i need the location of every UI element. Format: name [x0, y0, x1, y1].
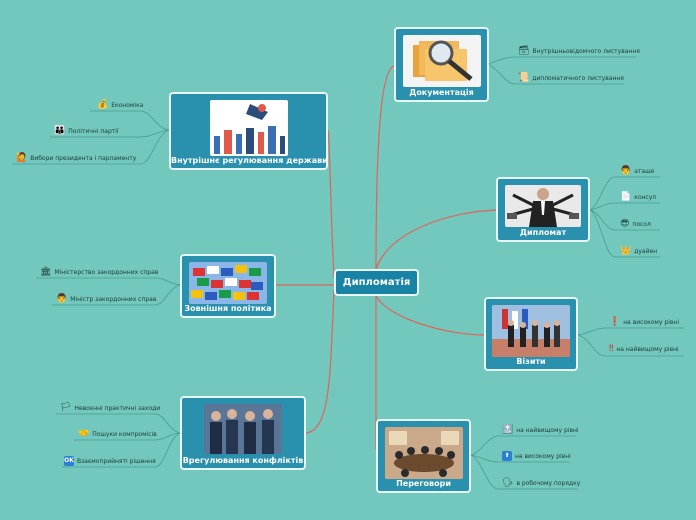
leaf-negotiations-high-level[interactable]: ⬆на високому рівні [502, 449, 571, 463]
topic-documentation[interactable]: Документація [394, 27, 489, 102]
sunglasses-face-icon: 😎 [620, 219, 630, 229]
leaf-negotiations-highest-level[interactable]: 🔝на найвищому рівні [502, 425, 579, 435]
central-topic-label: Дипломатія [342, 277, 411, 288]
negotiations-image [384, 427, 463, 479]
leaf-internal-correspondence[interactable]: 🗃Внутрішньовідомчого листування [518, 46, 640, 56]
topic-diplomat[interactable]: Дипломат [496, 177, 590, 242]
white-flag-icon: 🏳 [60, 403, 72, 413]
diplomat-image [505, 185, 581, 227]
royal-person-icon: 👑 [620, 246, 632, 256]
card-file-box-icon: 🗃 [518, 46, 530, 56]
central-topic[interactable]: Дипломатія [334, 269, 419, 296]
topic-negotiations-label: Переговори [396, 479, 451, 488]
money-bag-icon: 💰 [97, 100, 109, 110]
topic-conflict-resolution-label: Врегулювання конфліктів [182, 456, 304, 465]
topic-visits[interactable]: Візити [484, 297, 578, 371]
leaf-political-parties[interactable]: 👪Політичні партії [54, 126, 119, 136]
office-worker-icon: 👨 [56, 294, 68, 304]
topic-negotiations[interactable]: Переговори [376, 419, 471, 493]
topic-internal-regulation-label: Внутрішнє регулювання держави [171, 156, 328, 165]
leaf-elections[interactable]: 🙋Вибори президента і парламенту [16, 153, 137, 163]
leaf-non-military-measures[interactable]: 🏳Невоєнні практичні заходи [60, 403, 161, 413]
scroll-icon: 📜 [518, 73, 530, 83]
topic-internal-regulation[interactable]: Внутрішнє регулювання держави [169, 92, 328, 170]
internal-regulation-image [209, 100, 288, 156]
leaf-foreign-minister[interactable]: 👨Міністр закордонних справ [56, 294, 157, 304]
handshake-icon: 🤝 [78, 429, 90, 439]
leaf-economy[interactable]: 💰Економіка [97, 100, 144, 110]
exclamation-icon: ❗ [609, 317, 621, 327]
topic-documentation-label: Документація [409, 88, 474, 97]
topic-conflict-resolution[interactable]: Врегулювання конфліктів [180, 396, 306, 470]
topic-foreign-policy[interactable]: Зовнішня політика [180, 254, 276, 318]
branch-internal-regulation [327, 129, 335, 279]
folders-magnifier-image [402, 35, 481, 87]
visits-image [492, 305, 570, 357]
leaf-visits-highest-level[interactable]: ‼на найвищому рівні [609, 344, 679, 354]
people-group-icon: 👪 [54, 126, 66, 136]
branch-diplomat [375, 209, 497, 270]
double-exclamation-icon: ‼ [609, 344, 614, 354]
leaf-visits-high-level[interactable]: ❗на високому рівні [609, 317, 680, 327]
topic-diplomat-label: Дипломат [519, 228, 567, 237]
raising-hand-icon: 🙋 [16, 153, 28, 163]
up-arrow-icon: ⬆ [502, 451, 512, 461]
branch-conflict-resolution [305, 289, 335, 434]
classical-building-icon: 🏛 [40, 267, 52, 277]
man-face-icon: 👨 [620, 166, 632, 176]
topic-foreign-policy-label: Зовнішня політика [184, 304, 272, 313]
leaf-consul[interactable]: 📄консул [620, 192, 657, 202]
leaf-compromise-search[interactable]: 🤝Пошуки компромісів [78, 429, 157, 439]
leaf-attache[interactable]: 👨аташе [620, 166, 655, 176]
speaking-head-icon: 🗣 [502, 478, 514, 488]
branch-documentation [375, 65, 395, 270]
leaf-doyen[interactable]: 👑дуайен [620, 246, 658, 256]
paper-icon: 📄 [620, 192, 632, 202]
top-arrow-icon: 🔝 [502, 425, 514, 435]
leaf-ambassador[interactable]: 😎посол [620, 219, 651, 229]
ok-button-icon: OK [64, 456, 74, 466]
leaf-negotiations-working-order[interactable]: 🗣в робочому порядку [502, 478, 581, 488]
topic-visits-label: Візити [516, 357, 546, 366]
leaf-diplomatic-correspondence[interactable]: 📜дипломатичного листування [518, 73, 624, 83]
leaf-foreign-ministry[interactable]: 🏛Міністерство закордонних справ [40, 267, 159, 277]
world-flags-image [189, 262, 267, 304]
branch-visits [375, 295, 485, 336]
conflict-resolution-image [204, 404, 282, 454]
